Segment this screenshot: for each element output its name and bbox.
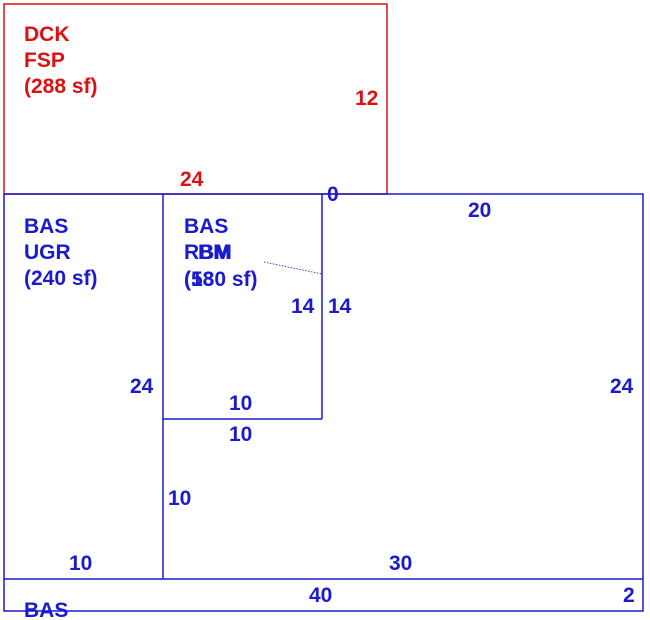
rbm-subcode-label: RBM [184, 241, 232, 264]
deck-code: DCK [24, 23, 70, 46]
dim-deck-24: 24 [180, 168, 204, 191]
dim-main-bottom-30: 30 [389, 552, 413, 575]
ugr-area: (240 sf) [24, 267, 98, 290]
deck-subcode: FSP [24, 49, 65, 72]
dim-inner-14-left: 14 [291, 295, 315, 318]
dim-deck-12: 12 [355, 87, 379, 110]
rbm-area-label: BAS [184, 214, 228, 240]
dim-right-top-20: 20 [468, 199, 492, 222]
dim-strip-40: 40 [309, 584, 333, 607]
dim-inner-bottom-10: 10 [229, 392, 253, 415]
ugr-code: BAS [24, 215, 69, 238]
basement-outline [3, 193, 644, 612]
dim-lower-left-10: 10 [168, 487, 192, 510]
dim-zero: 0 [327, 183, 339, 206]
rbm-code: BAS [184, 215, 229, 238]
bas-bottom-label: BAS [24, 599, 69, 620]
rbm-area-overlap-text: (13 [184, 268, 215, 291]
deck-area: (288 sf) [24, 75, 98, 98]
dim-step-10: 10 [229, 423, 253, 446]
dim-ugr-bottom-10: 10 [69, 552, 93, 575]
ugr-subcode: UGR [24, 241, 71, 264]
dim-strip-2: 2 [623, 584, 635, 607]
dim-inner-14-right: 14 [328, 295, 352, 318]
ugr-area-label: BAS UGR (240 sf) [24, 214, 98, 292]
deck-area-label: DCK FSP (288 sf) [24, 22, 98, 100]
dim-ugr-24: 24 [130, 375, 154, 398]
rbm-area-text: (580 sf) [184, 268, 258, 291]
dim-right-24: 24 [610, 375, 634, 398]
rbm-subcode-overlap-label: BM [198, 241, 231, 264]
label-leader-line [263, 261, 323, 275]
